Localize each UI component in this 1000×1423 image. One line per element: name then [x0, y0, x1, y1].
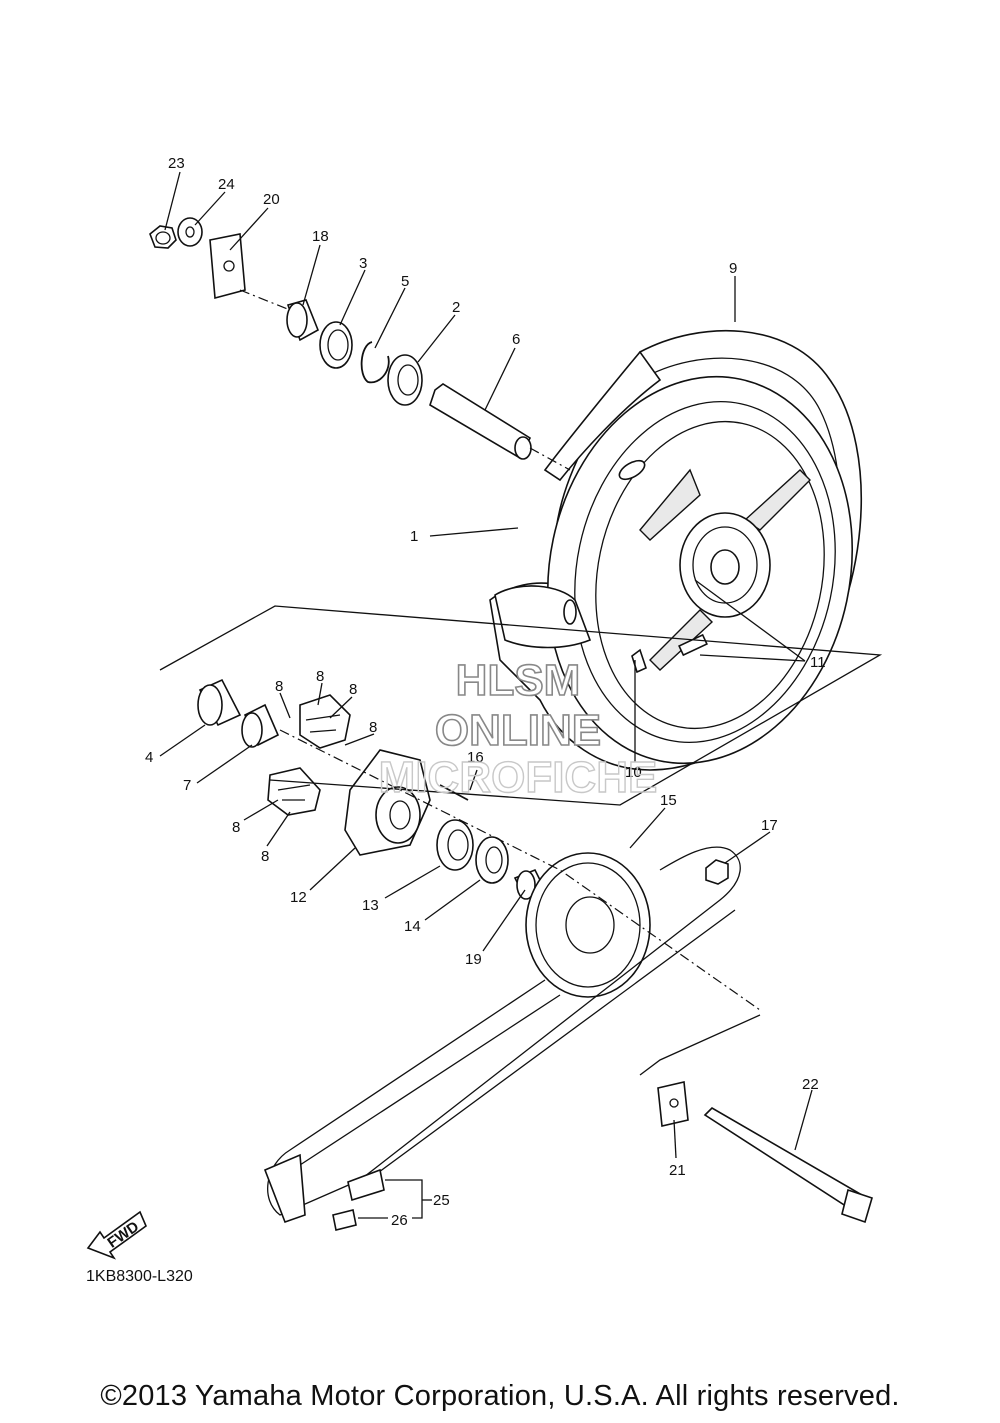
callout-2: 2 — [452, 299, 460, 316]
callout-7: 7 — [183, 777, 191, 794]
callout-9: 9 — [729, 260, 737, 277]
leader-lines — [159, 171, 813, 1219]
callout-3: 3 — [359, 255, 367, 272]
rear-axle-parts — [639, 1014, 873, 1224]
callout-18: 18 — [312, 228, 329, 245]
axle-spacer-parts — [149, 217, 571, 471]
callout-13: 13 — [362, 897, 379, 914]
watermark: HLSM ONLINE MICROFICHE — [378, 655, 658, 803]
watermark-line-3: MICROFICHE — [379, 753, 658, 802]
callout-20: 20 — [263, 191, 280, 208]
callout-17: 17 — [761, 817, 778, 834]
callout-1: 1 — [410, 528, 418, 545]
copyright-notice: ©2013 Yamaha Motor Corporation, U.S.A. A… — [100, 1380, 900, 1412]
rear-wheel-assembly — [489, 329, 863, 771]
callout-8d: 8 — [369, 719, 377, 736]
callout-8b: 8 — [316, 668, 324, 685]
callout-11: 11 — [810, 654, 826, 671]
callout-labels: 1 2 3 4 5 6 7 8 8 8 8 8 8 9 10 11 12 13 … — [145, 155, 826, 1229]
callout-23: 23 — [168, 155, 185, 172]
callout-6: 6 — [512, 331, 520, 348]
callout-22: 22 — [802, 1076, 819, 1093]
callout-12: 12 — [290, 889, 307, 906]
callout-5: 5 — [401, 273, 409, 290]
callout-14: 14 — [404, 918, 421, 935]
fwd-arrow-icon: FWD — [86, 1210, 147, 1260]
callout-8c: 8 — [349, 681, 357, 698]
drive-chain — [263, 846, 741, 1231]
drawing-code: 1KB8300-L320 — [86, 1268, 193, 1285]
callout-21: 21 — [669, 1162, 686, 1179]
callout-8f: 8 — [261, 848, 269, 865]
callout-25: 25 — [433, 1192, 450, 1209]
callout-16: 16 — [467, 749, 484, 766]
watermark-line-2: ONLINE — [435, 706, 601, 755]
callout-19: 19 — [465, 951, 482, 968]
callout-8e: 8 — [232, 819, 240, 836]
callout-8a: 8 — [275, 678, 283, 695]
callout-24: 24 — [218, 176, 235, 193]
watermark-line-1: HLSM — [456, 656, 581, 705]
callout-15: 15 — [660, 792, 677, 809]
hub-damper-parts — [159, 605, 883, 1011]
callout-26: 26 — [391, 1212, 408, 1229]
callout-10: 10 — [625, 764, 642, 781]
callout-4: 4 — [145, 749, 153, 766]
